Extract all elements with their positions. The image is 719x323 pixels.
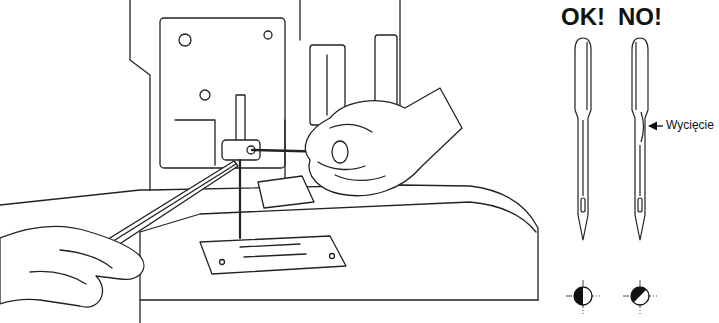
needle-section [574, 287, 649, 305]
needle-ok [575, 38, 591, 240]
needle-no [632, 38, 648, 240]
part-label: Wycięcie [666, 119, 714, 132]
verdict-label: NO! [618, 4, 662, 30]
verdict-label: OK! [561, 4, 605, 30]
crosshair [566, 280, 657, 314]
sewing-machine [0, 0, 538, 323]
leader-arrow [649, 125, 663, 126]
